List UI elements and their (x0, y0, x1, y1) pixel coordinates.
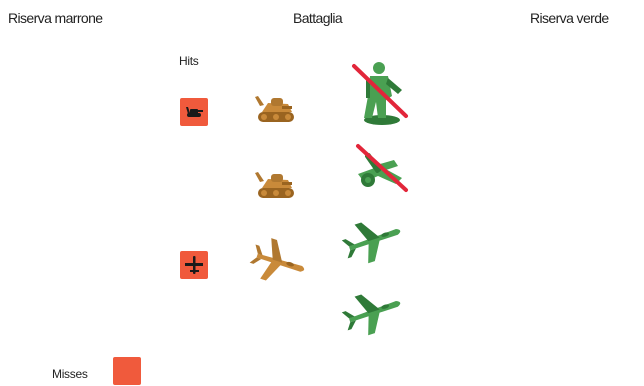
fighter-plane-icon (342, 288, 408, 334)
hits-label: Hits (179, 54, 198, 68)
fighter-plane-icon (184, 255, 204, 275)
green-artillery-unit[interactable] (350, 144, 410, 192)
miss-die[interactable] (113, 357, 141, 385)
battle-header: Battaglia (293, 10, 342, 26)
hit-die[interactable] (180, 251, 208, 279)
green-fighter-unit[interactable] (342, 288, 408, 334)
brown-reserve-header: Riserva marrone (8, 10, 102, 26)
fighter-plane-icon (250, 240, 310, 286)
brown-fighter-unit[interactable] (250, 240, 310, 286)
green-infantry-unit[interactable] (352, 60, 408, 126)
tank-icon (254, 94, 300, 128)
fighter-plane-icon (342, 216, 408, 262)
brown-tank-unit[interactable] (254, 94, 300, 128)
green-reserve-header: Riserva verde (530, 10, 609, 26)
infantry-soldier-icon (352, 60, 408, 126)
artillery-icon (350, 144, 410, 192)
tank-icon (184, 102, 204, 122)
brown-tank-unit[interactable] (254, 170, 300, 204)
hit-die[interactable] (180, 98, 208, 126)
misses-label: Misses (52, 367, 88, 381)
green-fighter-unit[interactable] (342, 216, 408, 262)
tank-icon (254, 170, 300, 204)
